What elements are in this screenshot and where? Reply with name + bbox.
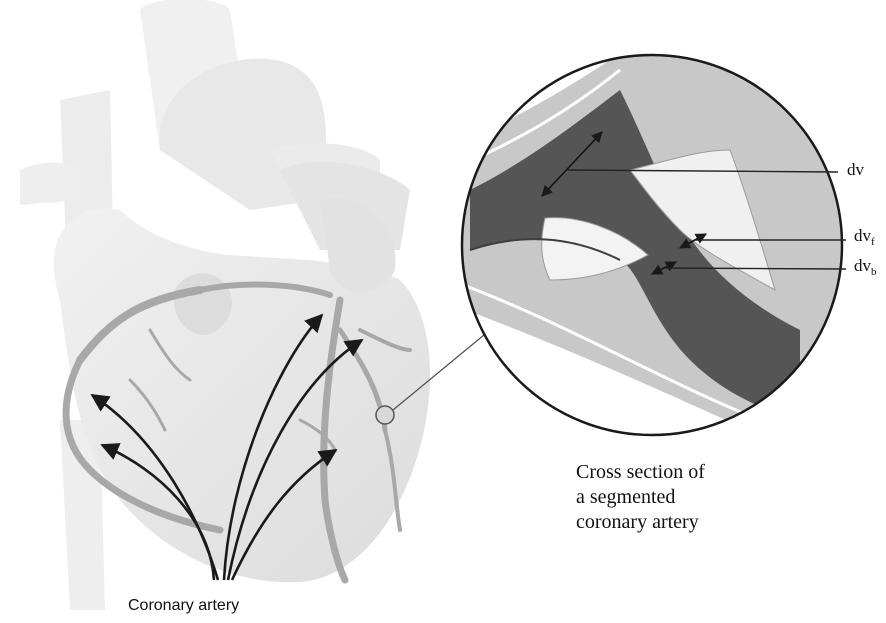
caption-line-2: a segmented (576, 485, 826, 510)
cross-section-caption: Cross section of a segmented coronary ar… (576, 460, 826, 535)
label-dvf-base: dv (854, 226, 871, 245)
label-dvb: dvb (854, 256, 877, 276)
magnified-artery-cross-section-icon (440, 30, 880, 520)
label-dvf-sub: f (871, 236, 875, 248)
vessel-stub (20, 163, 80, 206)
coronary-artery-label: Coronary artery (128, 597, 239, 615)
label-dvb-sub: b (871, 266, 877, 278)
label-dv: dv (847, 160, 864, 180)
label-dvf: dvf (854, 226, 875, 246)
segment-marker (376, 406, 394, 424)
heart-illustration-icon (20, 0, 430, 610)
label-dvb-base: dv (854, 256, 871, 275)
caption-line-3: coronary artery (576, 510, 826, 535)
caption-line-1: Cross section of (576, 460, 826, 485)
